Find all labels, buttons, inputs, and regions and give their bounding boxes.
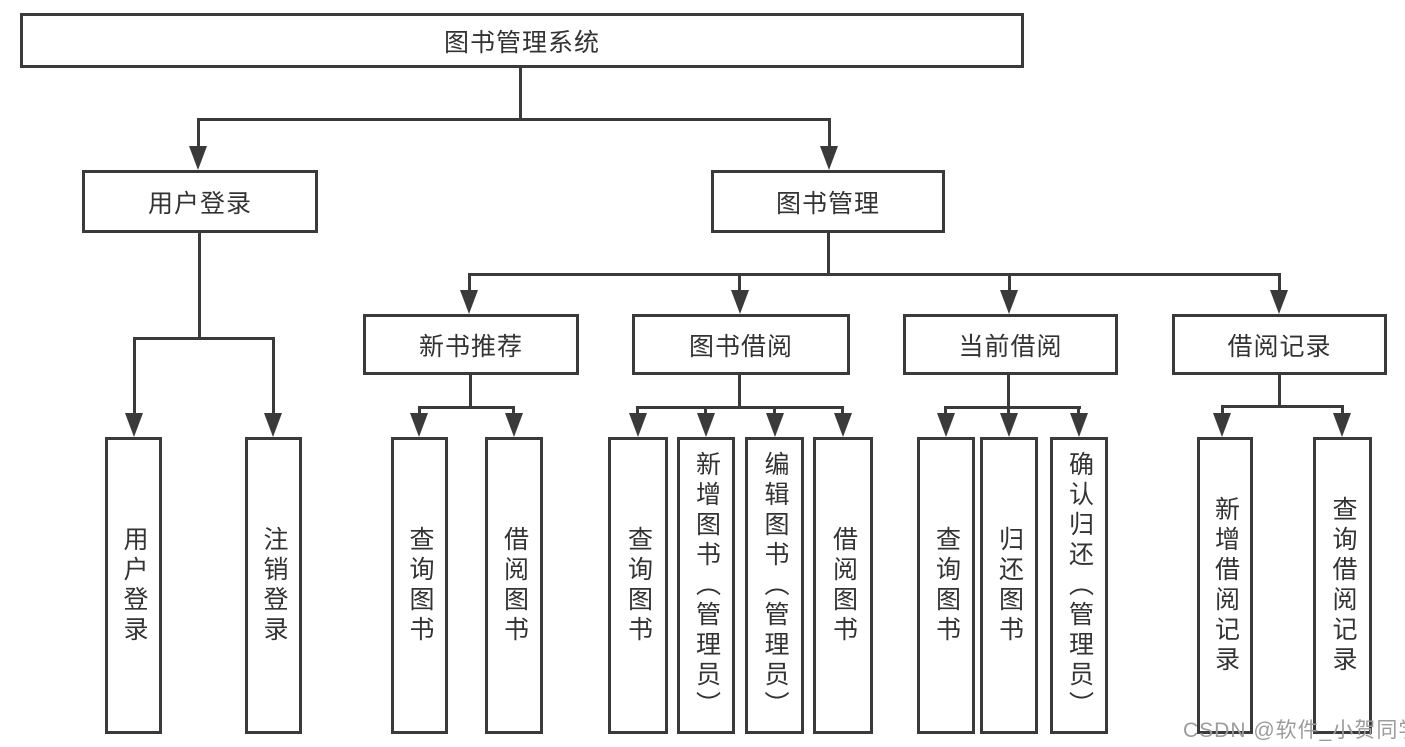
node-book-borrowing: 图书借阅 [632, 314, 850, 375]
arrow-down-icon [1270, 290, 1288, 314]
arrow-down-icon [937, 413, 955, 437]
node-leaf-cb-confirm-return-admin: 确认归还（管理员） [1050, 437, 1108, 734]
connector-line [272, 337, 275, 417]
node-leaf-bb-borrow-books: 借阅图书 [813, 437, 873, 734]
node-leaf-br-add-record-label: 新增借阅记录 [1211, 495, 1240, 676]
connector-line [418, 406, 515, 409]
arrow-down-icon [189, 146, 207, 170]
node-leaf-bb-add-books-admin: 新增图书（管理员） [677, 437, 735, 734]
connector-line [133, 337, 275, 340]
connector-line [1278, 375, 1281, 405]
node-leaf-br-add-record: 新增借阅记录 [1197, 437, 1253, 734]
connector-line [468, 273, 471, 295]
connector-line [738, 273, 741, 295]
node-borrowing-records: 借阅记录 [1172, 314, 1387, 375]
node-leaf-nb-borrow-books-label: 借阅图书 [500, 525, 529, 646]
node-leaf-bb-query-books: 查询图书 [608, 437, 668, 734]
node-leaf-bb-query-books-label: 查询图书 [624, 525, 653, 646]
node-leaf-nb-borrow-books: 借阅图书 [485, 437, 543, 734]
connector-line [636, 406, 844, 409]
node-current-borrowing: 当前借阅 [903, 314, 1118, 375]
node-leaf-cb-query-books: 查询图书 [917, 437, 975, 734]
node-borrowing-records-label: 借阅记录 [1227, 332, 1332, 361]
arrow-down-icon [766, 413, 784, 437]
node-leaf-br-query-record: 查询借阅记录 [1313, 437, 1372, 734]
node-new-book-recommendation: 新书推荐 [363, 314, 579, 375]
connector-line [469, 375, 472, 406]
arrow-down-icon [1000, 290, 1018, 314]
connector-line [828, 118, 831, 154]
node-leaf-logout: 注销登录 [245, 437, 302, 734]
arrow-down-icon [1070, 413, 1088, 437]
arrow-down-icon [410, 413, 428, 437]
node-leaf-bb-add-books-admin-label: 新增图书（管理员） [692, 450, 721, 721]
connector-line [1008, 273, 1011, 295]
node-root: 图书管理系统 [20, 13, 1024, 68]
csdn-watermark: CSDN @软件_小贺同学 [1183, 719, 1405, 742]
connector-line [827, 233, 830, 273]
node-user-login: 用户登录 [82, 170, 318, 233]
node-new-book-recommendation-label: 新书推荐 [418, 332, 523, 361]
arrow-down-icon [125, 413, 143, 437]
arrow-down-icon [731, 290, 749, 314]
connector-line [197, 118, 200, 154]
connector-line [133, 337, 136, 417]
node-leaf-bb-borrow-books-label: 借阅图书 [829, 525, 858, 646]
connector-line [1221, 405, 1344, 408]
connector-line [738, 375, 741, 406]
node-book-management: 图书管理 [711, 170, 945, 233]
arrow-down-icon [1213, 413, 1231, 437]
node-leaf-cb-return-books: 归还图书 [980, 437, 1038, 734]
connector-line [944, 406, 1081, 409]
node-leaf-cb-query-books-label: 查询图书 [932, 525, 961, 646]
node-leaf-nb-query-books-label: 查询图书 [406, 525, 434, 646]
connector-line [1278, 273, 1281, 295]
arrow-down-icon [629, 413, 647, 437]
node-book-management-label: 图书管理 [775, 189, 880, 218]
connector-line [1221, 405, 1224, 420]
node-leaf-logout-label: 注销登录 [260, 525, 288, 646]
connector-line [468, 273, 1281, 276]
node-leaf-cb-return-books-label: 归还图书 [995, 525, 1024, 646]
arrow-down-icon [1333, 413, 1351, 437]
arrow-down-icon [460, 290, 478, 314]
arrow-down-icon [697, 413, 715, 437]
arrow-down-icon [834, 413, 852, 437]
connector-line [519, 68, 522, 118]
node-leaf-bb-edit-books-admin-label: 编辑图书（管理员） [761, 450, 789, 721]
node-book-borrowing-label: 图书借阅 [688, 332, 793, 361]
connector-line [1341, 405, 1344, 420]
arrow-down-icon [505, 413, 523, 437]
connector-line [1007, 375, 1010, 407]
node-leaf-bb-edit-books-admin: 编辑图书（管理员） [745, 437, 804, 734]
connector-line [197, 118, 831, 121]
node-current-borrowing-label: 当前借阅 [958, 332, 1063, 361]
node-root-label: 图书管理系统 [443, 28, 600, 57]
node-leaf-br-query-record-label: 查询借阅记录 [1329, 495, 1357, 676]
arrow-down-icon [264, 413, 282, 437]
arrow-down-icon [820, 146, 838, 170]
node-leaf-nb-query-books: 查询图书 [391, 437, 448, 734]
node-leaf-user-login-label: 用户登录 [120, 525, 148, 646]
arrow-down-icon [1000, 413, 1018, 437]
node-leaf-cb-confirm-return-admin-label: 确认归还（管理员） [1065, 450, 1094, 721]
node-user-login-label: 用户登录 [147, 189, 252, 218]
connector-line [198, 233, 201, 337]
node-leaf-user-login: 用户登录 [105, 437, 162, 734]
